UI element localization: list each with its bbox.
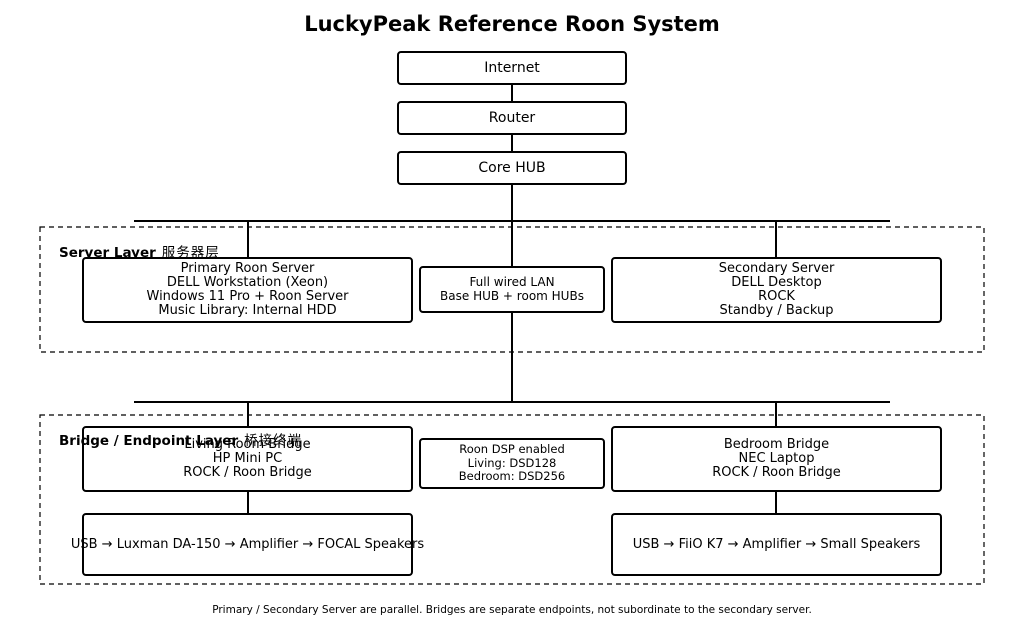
secondary-server-line: Secondary Server (718, 261, 835, 276)
dsp-note-node: Roon DSP enabled Living: DSD128 Bedroom:… (419, 438, 605, 489)
secondary-server-line: ROCK (758, 289, 795, 304)
bedroom-chain-label: USB → FiiO K7 → Amplifier → Small Speake… (632, 536, 921, 552)
secondary-server-line: DELL Desktop (731, 275, 822, 290)
living-chain-label: USB → Luxman DA-150 → Amplifier → FOCAL … (70, 536, 425, 552)
dsp-note-line: Bedroom: DSD256 (458, 469, 566, 484)
internet-label: Internet (484, 60, 540, 76)
dsp-note-line: Living: DSD128 (467, 455, 557, 470)
living-bridge-line: HP Mini PC (212, 451, 283, 466)
bridge-layer-label: Bridge / Endpoint Layer 桥接终端 (59, 429, 302, 449)
bedroom-chain-node: USB → FiiO K7 → Amplifier → Small Speake… (611, 513, 942, 576)
bedroom-bridge-line: NEC Laptop (738, 451, 815, 466)
router-node: Router (397, 101, 627, 135)
core-hub-node: Core HUB (397, 151, 627, 185)
living-bridge-line: Living Room Bridge (184, 437, 311, 452)
router-label: Router (488, 110, 536, 126)
living-room-bridge-node: Living Room Bridge HP Mini PC ROCK / Roo… (82, 426, 413, 492)
primary-server-line: Primary Roon Server (180, 261, 315, 276)
primary-server-line: Windows 11 Pro + Roon Server (146, 289, 349, 304)
secondary-server-line: Standby / Backup (719, 303, 834, 318)
living-room-chain-node: USB → Luxman DA-150 → Amplifier → FOCAL … (71, 513, 424, 576)
primary-server-node: Primary Roon Server DELL Workstation (Xe… (82, 257, 413, 323)
bedroom-bridge-line: ROCK / Roon Bridge (712, 465, 841, 480)
primary-server-line: Music Library: Internal HDD (158, 303, 337, 318)
bridge-layer-title: Bridge / Endpoint Layer (59, 433, 239, 449)
lan-note-line: Full wired LAN (469, 275, 555, 289)
lan-note-node: Full wired LAN Base HUB + room HUBs (419, 266, 605, 313)
living-bridge-line: ROCK / Roon Bridge (183, 465, 312, 480)
internet-node: Internet (397, 51, 627, 85)
core-hub-label: Core HUB (478, 160, 546, 176)
lan-note-line: Base HUB + room HUBs (440, 288, 584, 303)
bridge-layer-frame (39, 414, 985, 585)
dsp-note-line: Roon DSP enabled (459, 442, 565, 457)
bedroom-bridge-line: Bedroom Bridge (723, 437, 830, 452)
footer-note: Primary / Secondary Server are parallel.… (212, 604, 812, 616)
diagram-title: LuckyPeak Reference Roon System (304, 12, 720, 36)
primary-server-line: DELL Workstation (Xeon) (166, 275, 329, 290)
secondary-server-node: Secondary Server DELL Desktop ROCK Stand… (611, 257, 942, 323)
bedroom-bridge-node: Bedroom Bridge NEC Laptop ROCK / Roon Br… (611, 426, 942, 492)
bridge-layer-title-cjk: 桥接终端 (244, 433, 303, 449)
